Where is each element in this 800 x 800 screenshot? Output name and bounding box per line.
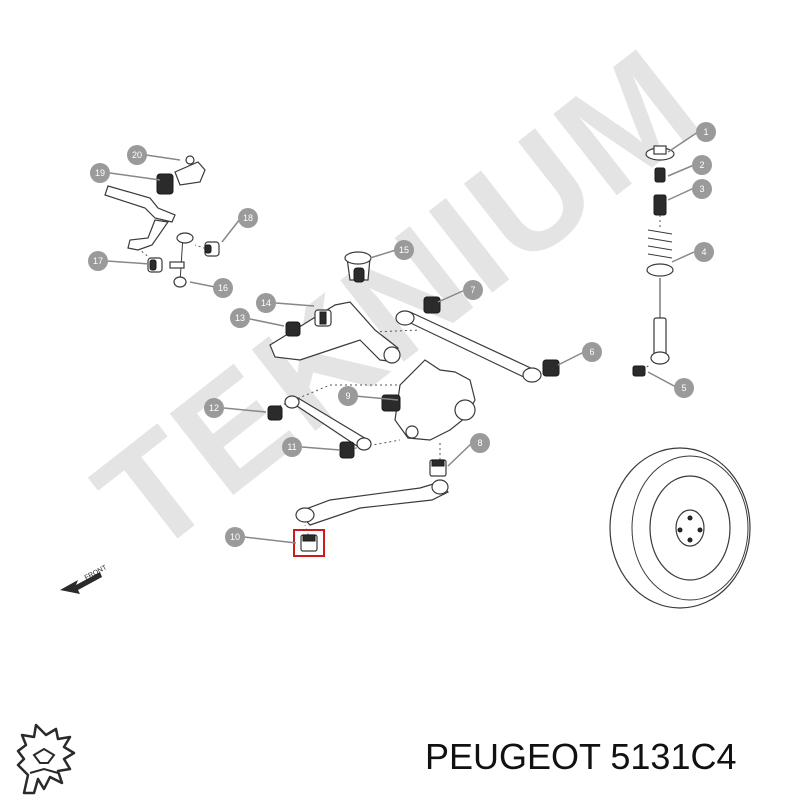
callout-15: 15	[394, 240, 414, 260]
callout-7: 7	[463, 280, 483, 300]
stabilizer-link	[169, 232, 194, 288]
callout-2: 2	[692, 155, 712, 175]
lateral-arm	[395, 296, 560, 383]
svg-text:11: 11	[287, 442, 296, 452]
callout-10: 10	[225, 527, 245, 547]
anti-roll-bar	[104, 155, 206, 251]
svg-text:6: 6	[589, 347, 594, 357]
bar-bushing-17	[147, 257, 163, 273]
svg-text:17: 17	[93, 256, 103, 266]
svg-text:4: 4	[701, 247, 706, 257]
svg-text:12: 12	[209, 403, 219, 413]
upper-control-arm	[269, 301, 401, 364]
svg-text:14: 14	[261, 298, 271, 308]
link-bushing-18	[204, 241, 220, 257]
svg-text:8: 8	[477, 438, 482, 448]
svg-text:1: 1	[703, 127, 708, 137]
callout-13: 13	[230, 308, 250, 328]
peugeot-lion-logo-icon	[16, 723, 76, 795]
bushing-10	[300, 534, 318, 552]
svg-text:3: 3	[699, 184, 704, 194]
callout-14: 14	[256, 293, 276, 313]
callout-4: 4	[694, 242, 714, 262]
callout-3: 3	[692, 179, 712, 199]
svg-text:15: 15	[399, 245, 409, 255]
bump-stop-15	[344, 251, 372, 283]
callout-6: 6	[582, 342, 602, 362]
callout-leader-lines	[106, 131, 699, 544]
wheel	[609, 447, 751, 609]
part-number-caption: PEUGEOT 5131C4	[425, 736, 737, 777]
callout-20: 20	[127, 145, 147, 165]
strut-assembly	[632, 145, 675, 377]
callout-11: 11	[282, 437, 302, 457]
svg-text:19: 19	[95, 168, 105, 178]
bushing-8	[429, 459, 447, 477]
callouts: 1 2 3 4 5 6 7 8 9 10 11 12 13 14 15 16 1…	[88, 122, 716, 547]
svg-text:20: 20	[132, 150, 142, 160]
callout-16: 16	[213, 278, 233, 298]
callout-1: 1	[696, 122, 716, 142]
svg-text:9: 9	[345, 391, 350, 401]
svg-text:16: 16	[218, 283, 228, 293]
svg-text:7: 7	[470, 285, 475, 295]
front-direction-arrow: FRONT	[60, 564, 109, 594]
callout-12: 12	[204, 398, 224, 418]
svg-text:10: 10	[230, 532, 240, 542]
callout-8: 8	[470, 433, 490, 453]
callout-9: 9	[338, 386, 358, 406]
svg-text:5: 5	[681, 383, 686, 393]
callout-19: 19	[90, 163, 110, 183]
svg-text:18: 18	[243, 213, 253, 223]
callout-5: 5	[674, 378, 694, 398]
lower-trailing-arm	[295, 479, 449, 526]
callout-17: 17	[88, 251, 108, 271]
svg-text:13: 13	[235, 313, 245, 323]
callout-18: 18	[238, 208, 258, 228]
svg-text:2: 2	[699, 160, 704, 170]
toe-link	[267, 395, 372, 459]
